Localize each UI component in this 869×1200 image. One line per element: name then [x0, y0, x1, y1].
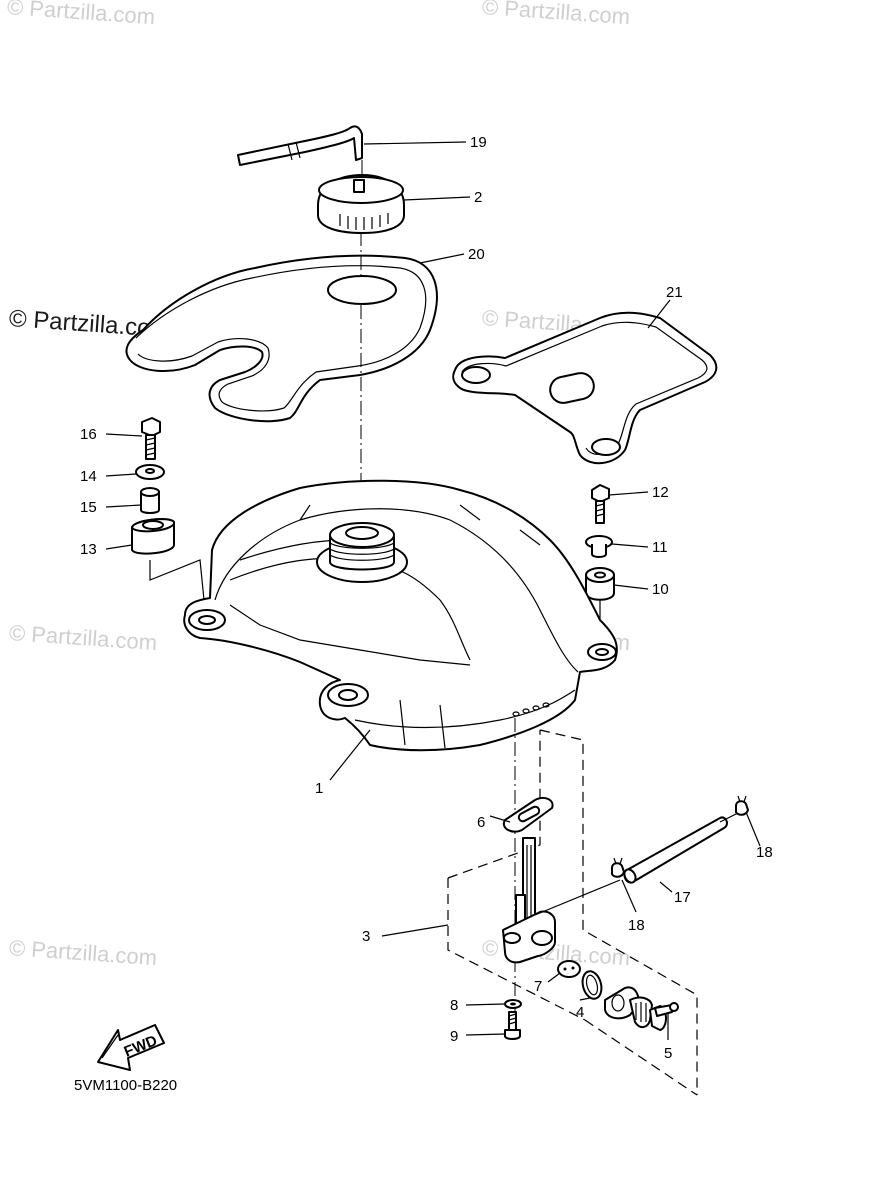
fuel-tank[interactable]	[183, 479, 618, 752]
callout-16: 16	[80, 426, 97, 443]
callout-18-right: 18	[756, 844, 773, 861]
fuel-hose[interactable]	[622, 811, 741, 885]
fuel-cap[interactable]	[317, 174, 405, 234]
packing-7[interactable]	[557, 960, 581, 978]
screw-9[interactable]	[504, 1011, 521, 1040]
washer-14[interactable]	[135, 464, 165, 480]
callout-19: 19	[470, 134, 487, 151]
callout-2: 2	[474, 189, 482, 206]
callout-15: 15	[80, 499, 97, 516]
collar-15[interactable]	[140, 487, 160, 514]
fuel-cock-lever[interactable]	[604, 986, 679, 1031]
fuel-cock-gasket[interactable]	[502, 797, 554, 833]
hose-clip-b[interactable]	[735, 795, 749, 816]
callout-7: 7	[534, 978, 542, 995]
tank-pad-upper[interactable]	[125, 254, 438, 423]
callout-10: 10	[652, 581, 669, 598]
hose-clip-a[interactable]	[611, 857, 625, 878]
callout-21: 21	[666, 284, 683, 301]
washer-8[interactable]	[504, 999, 522, 1009]
callout-11: 11	[652, 539, 668, 556]
diagram-code: 5VM1100-B220	[74, 1077, 178, 1094]
fuel-cock-group-outline	[447, 718, 698, 1096]
callout-1: 1	[315, 780, 323, 797]
bolt-12[interactable]	[591, 484, 610, 524]
damper-10[interactable]	[585, 567, 615, 601]
callout-4: 4	[576, 1004, 584, 1021]
callout-9: 9	[450, 1028, 458, 1045]
callout-20: 20	[468, 246, 485, 263]
callout-5: 5	[664, 1045, 672, 1062]
callout-18-left: 18	[628, 917, 645, 934]
callout-17: 17	[674, 889, 691, 906]
forward-arrow-icon: FWD	[97, 1024, 165, 1071]
callout-6: 6	[477, 814, 485, 831]
callout-numbers: 19 2 20 21 16 14 15 13 12 11 10 1 6 18 1…	[80, 134, 773, 1062]
callout-12: 12	[652, 484, 669, 501]
o-ring-4[interactable]	[580, 969, 605, 1001]
side-pad[interactable]	[452, 311, 718, 465]
callout-8: 8	[450, 997, 458, 1014]
collar-11[interactable]	[585, 535, 613, 558]
callout-14: 14	[80, 468, 97, 485]
callout-3: 3	[362, 928, 370, 945]
damper-13[interactable]	[131, 518, 175, 555]
leader-lines	[105, 141, 761, 1040]
bolt-16[interactable]	[141, 417, 161, 460]
breather-hose[interactable]	[237, 125, 363, 178]
fuel-cock[interactable]	[502, 837, 621, 964]
callout-13: 13	[80, 541, 97, 558]
